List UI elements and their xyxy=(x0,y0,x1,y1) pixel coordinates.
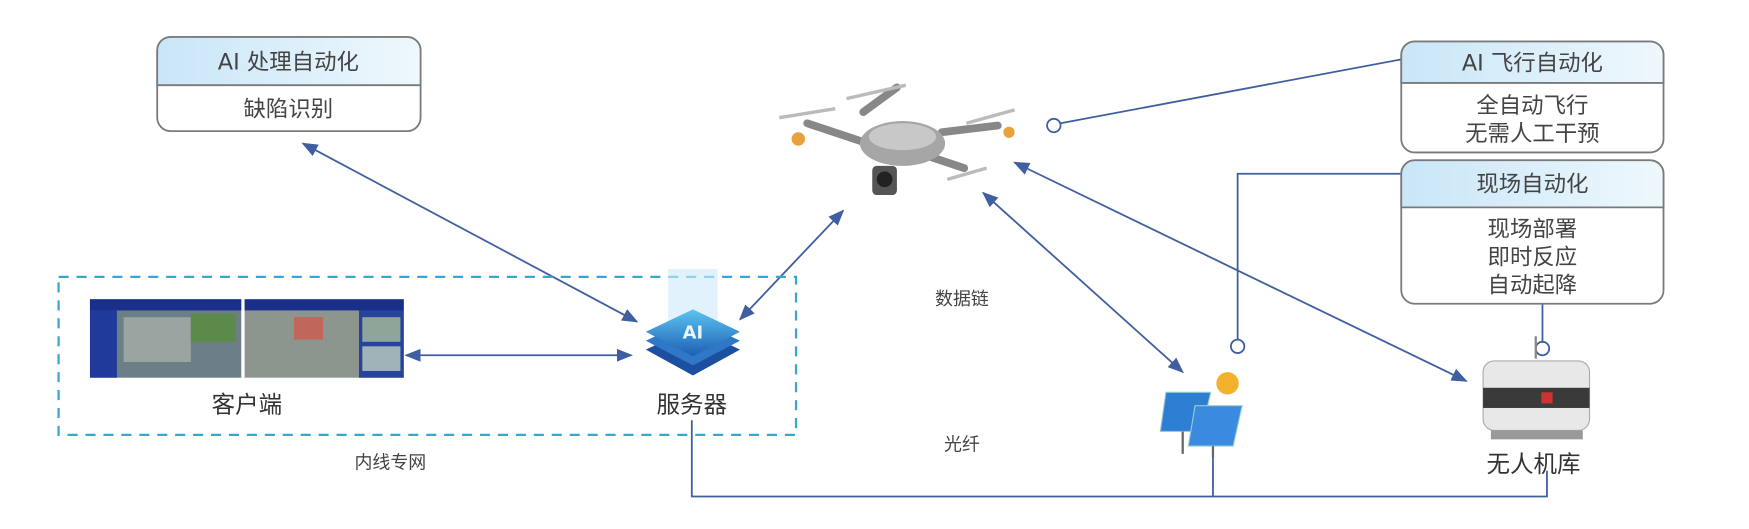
pointer-dot xyxy=(1534,340,1551,357)
server-ai-text: AI xyxy=(683,322,704,343)
client-screens[interactable] xyxy=(89,299,404,378)
pointer-dot xyxy=(1046,117,1062,134)
drone-hangar-link xyxy=(1013,161,1468,382)
drone-solar-link xyxy=(982,191,1184,374)
client-label: 客户端 xyxy=(212,390,283,418)
site-pointer xyxy=(1236,172,1402,340)
ai-processing-box: AI 处理自动化 缺陷识别 xyxy=(156,36,422,133)
server-label: 服务器 xyxy=(657,390,728,418)
server-ai-icon[interactable]: AI xyxy=(645,268,741,376)
fiber-line xyxy=(690,420,1548,498)
box-title: AI 处理自动化 xyxy=(218,49,359,75)
box-title: 现场自动化 xyxy=(1476,172,1588,198)
box-line: 现场部署 xyxy=(1488,216,1578,242)
box-line: 即时反应 xyxy=(1488,245,1578,271)
drone-icon xyxy=(778,83,1016,196)
ai-flight-pointer xyxy=(1060,58,1402,125)
data-link-label: 数据链 xyxy=(935,289,989,310)
private-network-label: 内线专网 xyxy=(354,452,426,473)
hangar-label: 无人机库 xyxy=(1486,450,1580,478)
box-title: AI 飞行自动化 xyxy=(1462,51,1603,77)
server-drone-link xyxy=(738,209,845,321)
ai-flight-box: AI 飞行自动化 全自动飞行 无需人工干预 xyxy=(1400,40,1665,154)
server-ai-processing-link xyxy=(301,142,639,323)
box-line: 自动起降 xyxy=(1488,273,1578,299)
site-box: 现场自动化 现场部署 即时反应 自动起降 xyxy=(1400,159,1665,305)
fiber-label: 光纤 xyxy=(944,435,980,456)
pointer-dot xyxy=(1230,338,1246,354)
private-network-zone xyxy=(57,275,798,436)
box-line: 无需人工干预 xyxy=(1465,121,1599,147)
connections xyxy=(301,58,1551,498)
hangar-icon xyxy=(1482,336,1591,440)
solar-panel-icon xyxy=(1159,372,1243,458)
box-line: 全自动飞行 xyxy=(1476,93,1588,119)
box-line: 缺陷识别 xyxy=(244,97,334,123)
